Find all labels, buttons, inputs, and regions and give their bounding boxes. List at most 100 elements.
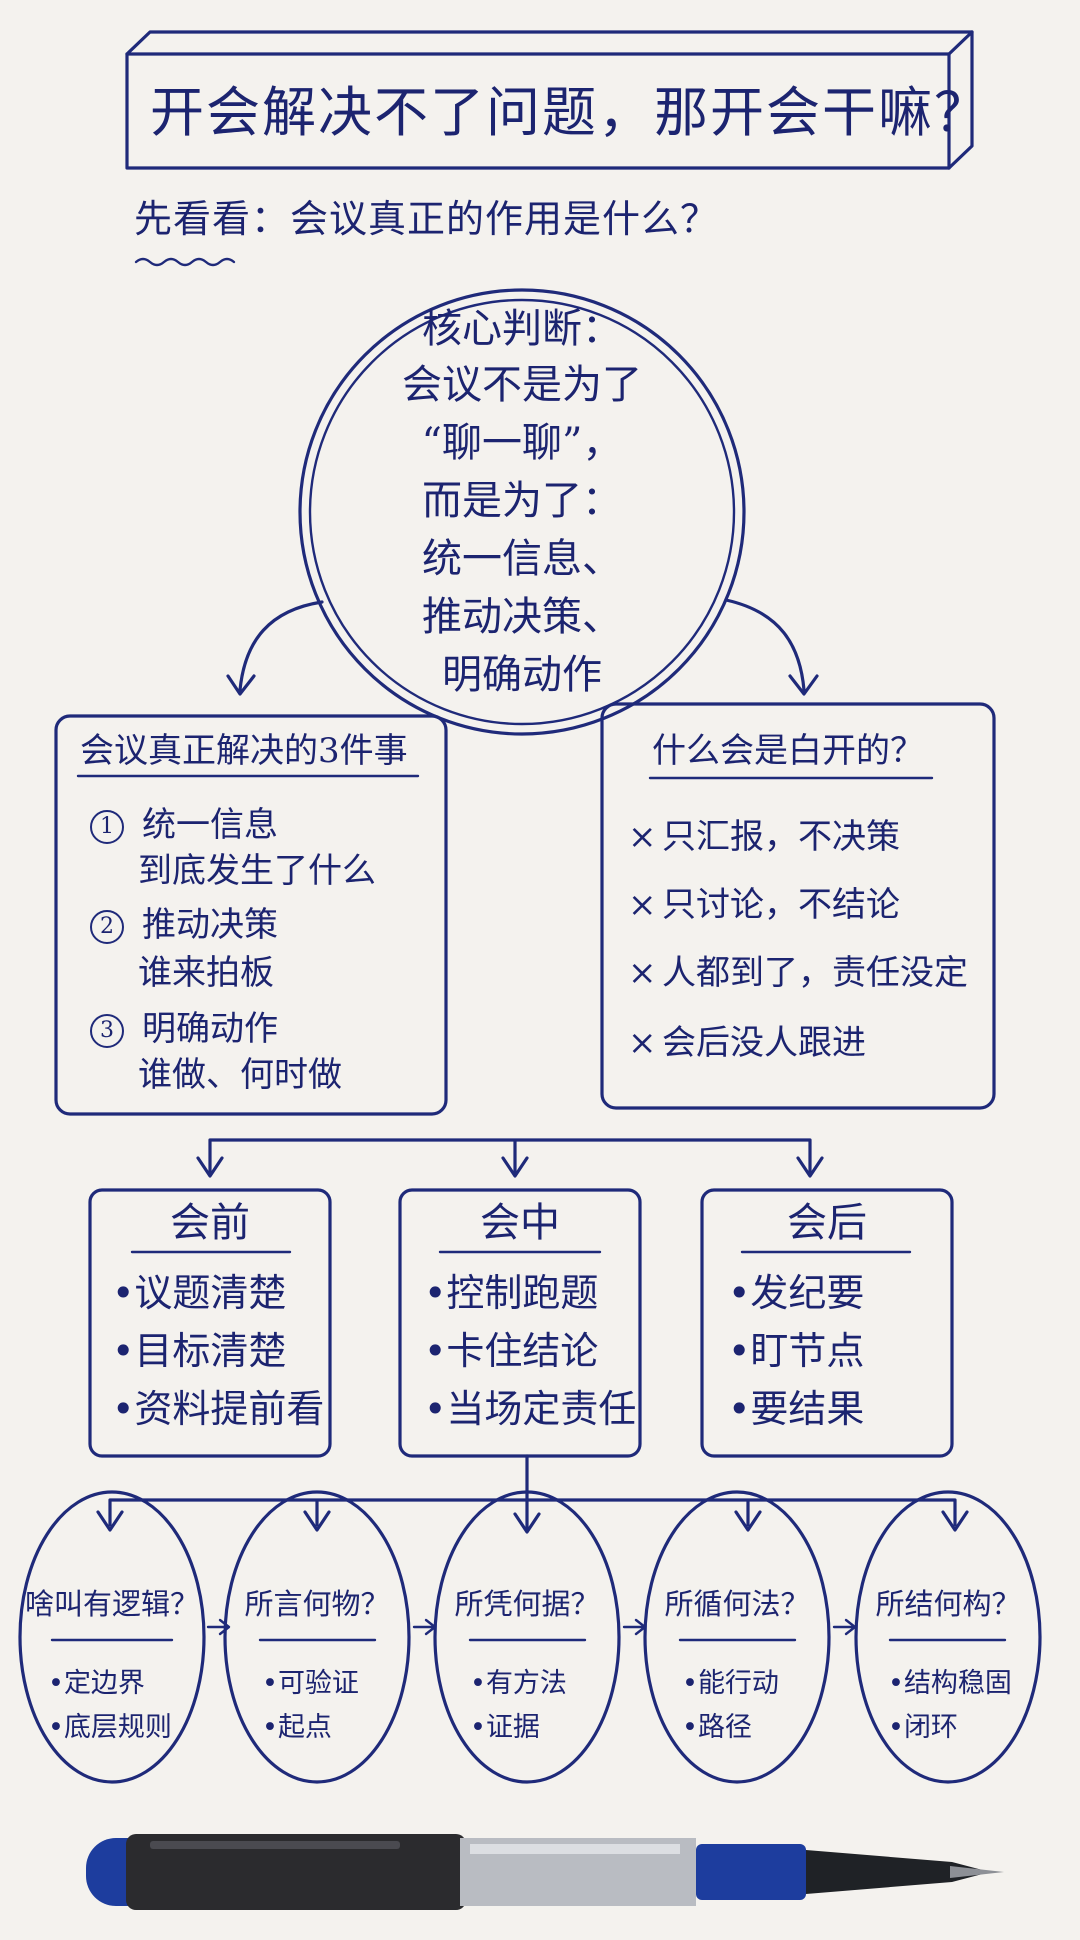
left-box-frame [54, 714, 448, 1116]
oval-4-item-2-text: 路径 [697, 1712, 752, 1743]
core-line-4: 而是为了： [422, 478, 622, 524]
right-item-1-label: 只汇报，不决策 [662, 817, 900, 857]
bullet-icon: • [728, 1271, 751, 1315]
bullet-icon: • [262, 1712, 278, 1743]
number-badge: 1 [90, 810, 124, 844]
phase-during-heading: 会中 [480, 1200, 560, 1246]
oval-2-item-1: •可验证 [262, 1668, 359, 1699]
phase-after-item-1-text: 发纪要 [750, 1271, 865, 1315]
left-item-2-detail: 谁来拍板 [138, 953, 274, 993]
right-item-3-label: 人都到了，责任没定 [662, 953, 968, 993]
oval-4-item-1: •能行动 [682, 1668, 779, 1699]
phase-during-item-1-text: 控制跑题 [446, 1271, 599, 1315]
phase-before-item-3-text: 资料提前看 [134, 1387, 325, 1431]
core-line-1: 核心判断： [422, 306, 622, 352]
bullet-icon: • [112, 1329, 135, 1373]
phase-box-during [398, 1188, 642, 1458]
oval-2-item-1-text: 可验证 [277, 1668, 359, 1699]
bullet-icon: • [424, 1329, 447, 1373]
phase-before-item-1: •议题清楚 [112, 1271, 287, 1316]
core-line-5: 统一信息、 [422, 536, 622, 582]
right-item-1: ×只汇报，不决策 [628, 817, 900, 857]
phase-before-item-1-text: 议题清楚 [134, 1271, 287, 1315]
page-title: 开会解决不了问题，那开会干嘛？ [150, 81, 990, 144]
phase-after-heading: 会后 [787, 1200, 867, 1246]
phase-during-item-1: •控制跑题 [424, 1271, 599, 1316]
arrow-to-right-box [724, 598, 806, 692]
cross-icon: × [628, 953, 657, 993]
oval-2-heading: 所言何物？ [244, 1587, 390, 1621]
phase-before-item-2: •目标清楚 [112, 1329, 286, 1374]
phase-after-item-3: •要结果 [728, 1387, 865, 1432]
phase-during-item-3: •当场定责任 [424, 1387, 637, 1432]
oval-3-item-1: •有方法 [470, 1668, 567, 1699]
phase-after-item-3-text: 要结果 [750, 1387, 865, 1431]
bullet-icon: • [112, 1271, 135, 1315]
bullet-icon: • [728, 1387, 751, 1431]
number-badge: 2 [90, 910, 124, 944]
core-line-3: “聊一聊”， [421, 420, 623, 466]
phase-before-item-3: •资料提前看 [112, 1387, 325, 1432]
bullet-icon: • [112, 1387, 135, 1431]
bullet-icon: • [424, 1387, 447, 1431]
left-item-2-label: 推动决策 [142, 905, 278, 945]
oval-4-heading: 所循何法？ [664, 1587, 810, 1621]
core-line-7: 明确动作 [442, 652, 602, 698]
phase-during-item-2-text: 卡住结论 [446, 1329, 599, 1373]
left-item-3-detail: 谁做、何时做 [138, 1055, 342, 1095]
oval-1-item-2: •底层规则 [48, 1712, 172, 1743]
oval-1-item-1: •定边界 [48, 1668, 145, 1699]
oval-2-item-2: •起点 [262, 1712, 332, 1743]
right-item-2: ×只讨论，不结论 [628, 885, 900, 925]
right-item-3: ×人都到了，责任没定 [628, 953, 968, 993]
oval-5-item-1-text: 结构稳固 [903, 1668, 1012, 1699]
core-circle [298, 288, 746, 736]
subtitle-prefix: 先看看 [134, 197, 252, 241]
oval-connector [108, 1454, 957, 1530]
left-item-1-detail: 到底发生了什么 [138, 851, 376, 891]
oval-5-item-2-text: 闭环 [903, 1712, 958, 1743]
subtitle: 先看看：会议真正的作用是什么？ [134, 197, 719, 242]
bullet-icon: • [888, 1712, 904, 1743]
bullet-icon: • [48, 1668, 64, 1699]
phase-connector [208, 1138, 812, 1174]
oval-5-item-2: •闭环 [888, 1712, 958, 1743]
bullet-icon: • [470, 1712, 486, 1743]
cross-icon: × [628, 817, 657, 857]
core-line-6: 推动决策、 [422, 594, 622, 640]
oval-3-item-2: •证据 [470, 1712, 540, 1743]
oval-5-item-1: •结构稳固 [888, 1668, 1012, 1699]
bullet-icon: • [470, 1668, 486, 1699]
oval-shapes [18, 1490, 1042, 1784]
oval-5-heading: 所结何构？ [875, 1587, 1021, 1621]
cross-icon: × [628, 885, 657, 925]
left-box-heading: 会议真正解决的3件事 [80, 731, 408, 771]
phase-before-heading: 会前 [170, 1200, 250, 1246]
phase-during-item-3-text: 当场定责任 [446, 1387, 637, 1431]
pen-illustration [86, 1834, 1004, 1910]
phase-after-item-2: •盯节点 [728, 1329, 865, 1374]
bullet-icon: • [48, 1712, 64, 1743]
bullet-icon: • [682, 1712, 698, 1743]
phase-after-item-1: •发纪要 [728, 1271, 865, 1316]
title-box [125, 30, 974, 170]
right-box-heading: 什么会是白开的？ [652, 731, 924, 771]
bullet-icon: • [682, 1668, 698, 1699]
arrow-to-left-box [238, 600, 324, 692]
oval-1-item-2-text: 底层规则 [63, 1712, 172, 1743]
cross-icon: × [628, 1023, 657, 1063]
phase-after-item-2-text: 盯节点 [750, 1329, 865, 1373]
right-item-4-label: 会后没人跟进 [662, 1023, 866, 1063]
right-item-4: ×会后没人跟进 [628, 1023, 866, 1063]
bullet-icon: • [728, 1329, 751, 1373]
phase-during-item-2: •卡住结论 [424, 1329, 599, 1374]
number-badge: 3 [90, 1014, 124, 1048]
oval-4-item-1-text: 能行动 [697, 1668, 779, 1699]
phase-box-before [88, 1188, 332, 1458]
right-box-frame [600, 702, 996, 1110]
bullet-icon: • [424, 1271, 447, 1315]
oval-1-item-1-text: 定边界 [63, 1668, 145, 1699]
